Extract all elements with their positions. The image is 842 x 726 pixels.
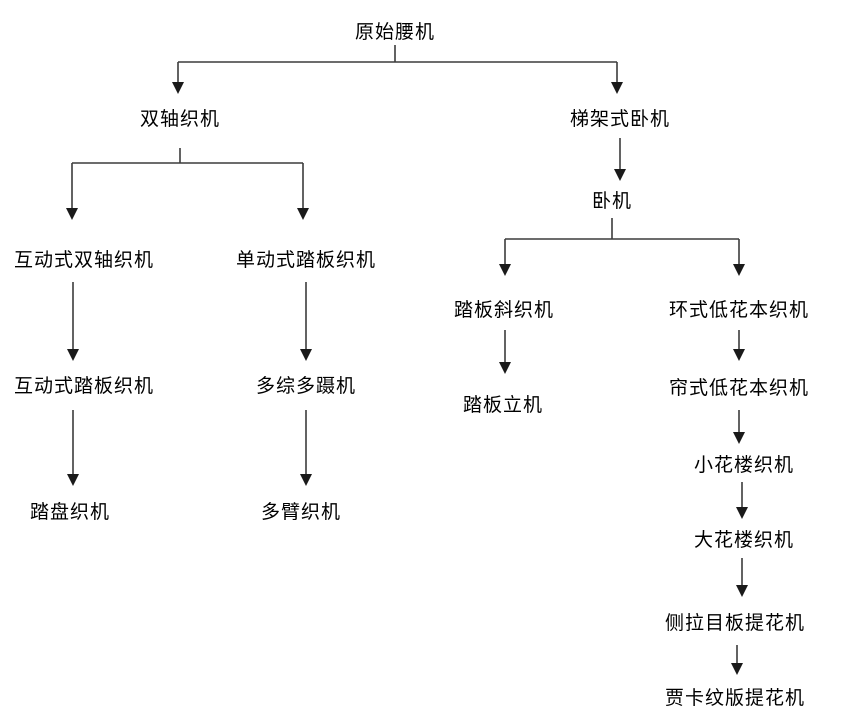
node-ladder-frame-horizontal-loom: 梯架式卧机 (569, 109, 671, 130)
node-horizontal-loom: 卧机 (591, 191, 633, 212)
node-large-drawloom: 大花楼织机 (693, 530, 795, 551)
node-ring-low-pattern-loom: 环式低花本织机 (668, 300, 810, 321)
node-single-action-treadle-loom: 单动式踏板织机 (235, 250, 377, 271)
node-interactive-treadle-loom: 互动式踏板织机 (13, 376, 155, 397)
node-treadle-slant-loom: 踏板斜织机 (453, 300, 555, 321)
node-dobby-loom: 多臂织机 (260, 502, 342, 523)
node-multi-heddle-multi-treadle-loom: 多综多蹑机 (255, 376, 357, 397)
node-treadle-plate-loom: 踏盘织机 (29, 502, 111, 523)
node-treadle-vertical-loom: 踏板立机 (462, 395, 544, 416)
node-curtain-low-pattern-loom: 帘式低花本织机 (668, 378, 810, 399)
node-double-beam-loom: 双轴织机 (139, 109, 221, 130)
node-side-pull-heddle-board-jacquard: 侧拉目板提花机 (664, 613, 806, 634)
node-small-drawloom: 小花楼织机 (693, 455, 795, 476)
node-interactive-double-beam-loom: 互动式双轴织机 (13, 250, 155, 271)
node-original-waist-loom: 原始腰机 (354, 22, 436, 43)
node-jacquard-card-loom: 贾卡纹版提花机 (664, 688, 806, 709)
